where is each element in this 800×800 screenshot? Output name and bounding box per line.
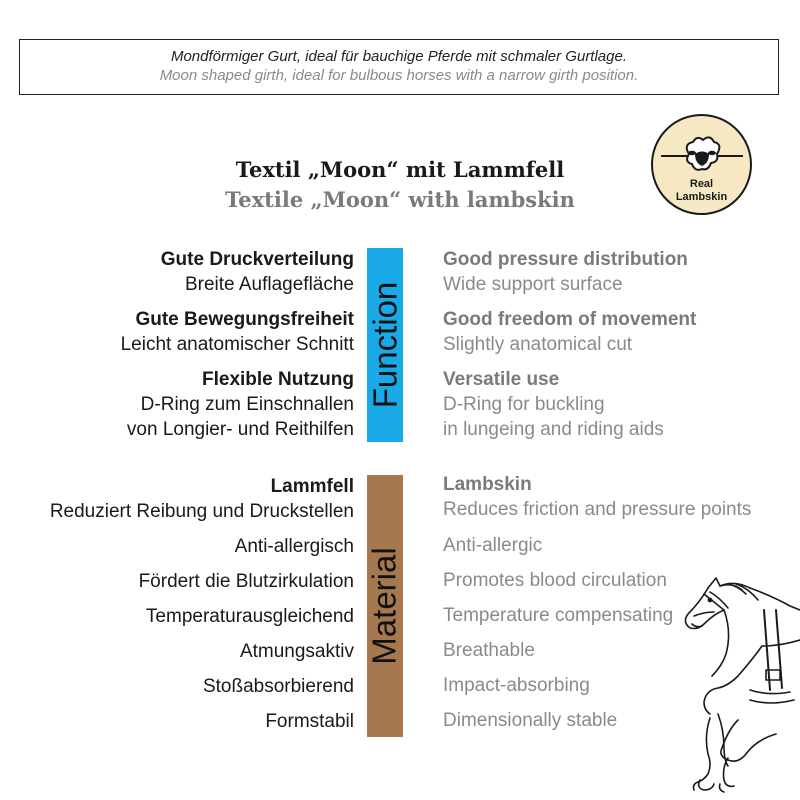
product-title-en: Textile „Moon“ with lambskin [225, 187, 575, 212]
material-item-en: Promotes blood circulation [443, 570, 667, 591]
material-item-en: Anti-allergic [443, 535, 543, 556]
sheep-icon [661, 136, 743, 171]
badge-line-2: Lambskin [675, 191, 728, 203]
material-item-de: Anti-allergisch [234, 536, 354, 557]
header-box: Mondförmiger Gurt, ideal für bauchige Pf… [19, 39, 779, 95]
material-item-en: Dimensionally stable [443, 710, 618, 731]
function-3-desc1-de: D-Ring zum Einschnallen [140, 394, 354, 415]
real-lambskin-badge: Real Lambskin [651, 114, 752, 215]
material-item-de: Formstabil [265, 711, 354, 732]
material-lead-title-de: Lammfell [270, 476, 354, 497]
function-1-desc-en: Wide support surface [443, 274, 623, 295]
material-label: Material [366, 547, 403, 665]
function-label: Function [366, 281, 404, 409]
material-lead-desc-de: Reduziert Reibung und Druckstellen [49, 501, 354, 522]
function-2-desc-en: Slightly anatomical cut [443, 334, 633, 355]
horse-sketch-icon [684, 577, 800, 793]
header-text-en: Moon shaped girth, ideal for bulbous hor… [159, 67, 639, 84]
function-3-title-de: Flexible Nutzung [202, 369, 354, 390]
function-3-desc2-en: in lungeing and riding aids [443, 419, 664, 440]
function-3-desc2-de: von Longier- und Reithilfen [126, 419, 354, 440]
material-item-de: Temperaturausgleichend [145, 606, 354, 627]
material-item-de: Atmungsaktiv [239, 641, 354, 662]
function-3-title-en: Versatile use [443, 369, 560, 390]
function-1-desc-de: Breite Auflagefläche [184, 274, 354, 295]
material-lead-desc-en: Reduces friction and pressure points [443, 499, 752, 520]
function-2-desc-de: Leicht anatomischer Schnitt [120, 334, 354, 355]
product-title-de: Textil „Moon“ mit Lammfell [235, 157, 565, 182]
material-item-de: Fördert die Blutzirkulation [138, 571, 354, 592]
function-2-title-en: Good freedom of movement [443, 309, 697, 330]
function-3-desc1-en: D-Ring for buckling [443, 394, 605, 415]
badge-line-1: Real [689, 178, 714, 190]
function-1-title-de: Gute Druckverteilung [160, 249, 354, 270]
material-item-en: Breathable [443, 640, 535, 661]
material-bar: Material [366, 475, 403, 737]
material-item-de: Stoßabsorbierend [202, 676, 354, 697]
material-item-en: Impact-absorbing [443, 675, 590, 696]
function-bar: Function [366, 248, 404, 442]
header-text-de: Mondförmiger Gurt, ideal für bauchige Pf… [170, 48, 628, 65]
material-lead-title-en: Lambskin [443, 474, 532, 495]
material-item-en: Temperature compensating [443, 605, 674, 626]
function-2-title-de: Gute Bewegungsfreiheit [135, 309, 354, 330]
function-1-title-en: Good pressure distribution [443, 249, 688, 270]
